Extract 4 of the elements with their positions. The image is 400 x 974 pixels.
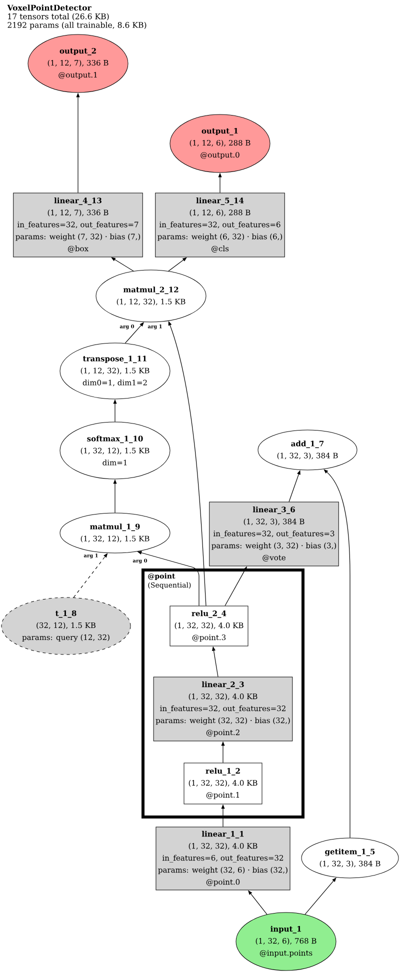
arrow <box>124 322 144 344</box>
arrow <box>111 257 134 272</box>
arrow <box>168 257 187 272</box>
arrow <box>324 469 350 838</box>
